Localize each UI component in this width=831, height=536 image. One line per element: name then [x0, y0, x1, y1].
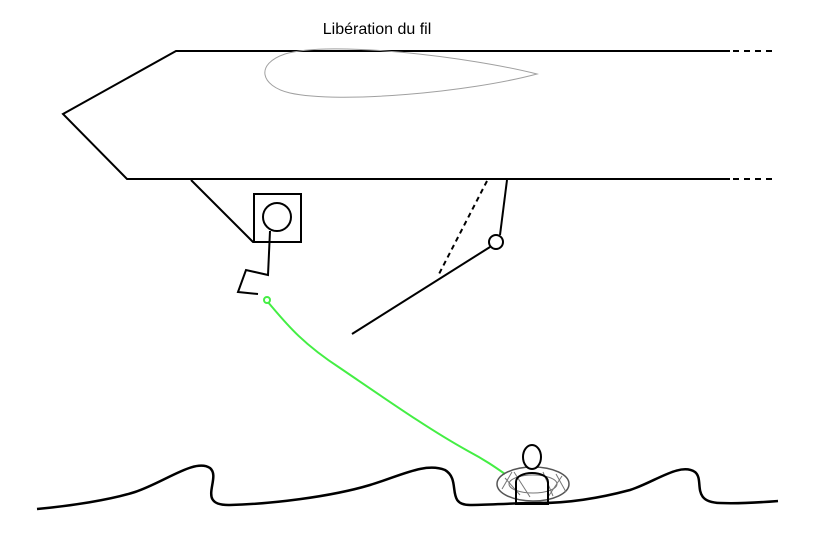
arm-pole — [351, 246, 491, 335]
wire-end-ring — [263, 296, 271, 304]
diagram-title: Libération du fil — [323, 21, 432, 38]
rescue-wire — [266, 300, 506, 475]
arm-mast — [499, 179, 508, 236]
winch-box — [190, 179, 302, 295]
winch-housing — [253, 193, 302, 243]
arm-stowed-dashed — [438, 180, 488, 275]
arm-pivot — [488, 234, 504, 250]
winch-hook — [236, 230, 271, 295]
deflector-arm — [351, 179, 508, 335]
aircraft-hull — [61, 50, 775, 180]
winch-strut — [190, 179, 263, 243]
hull-outline — [61, 50, 730, 180]
airfoil-shape — [264, 48, 539, 98]
person-in-lifebuoy — [496, 444, 570, 505]
person-body — [515, 472, 549, 505]
person-head — [522, 444, 542, 470]
winch-drum — [262, 202, 292, 232]
sea-waves — [36, 464, 779, 511]
